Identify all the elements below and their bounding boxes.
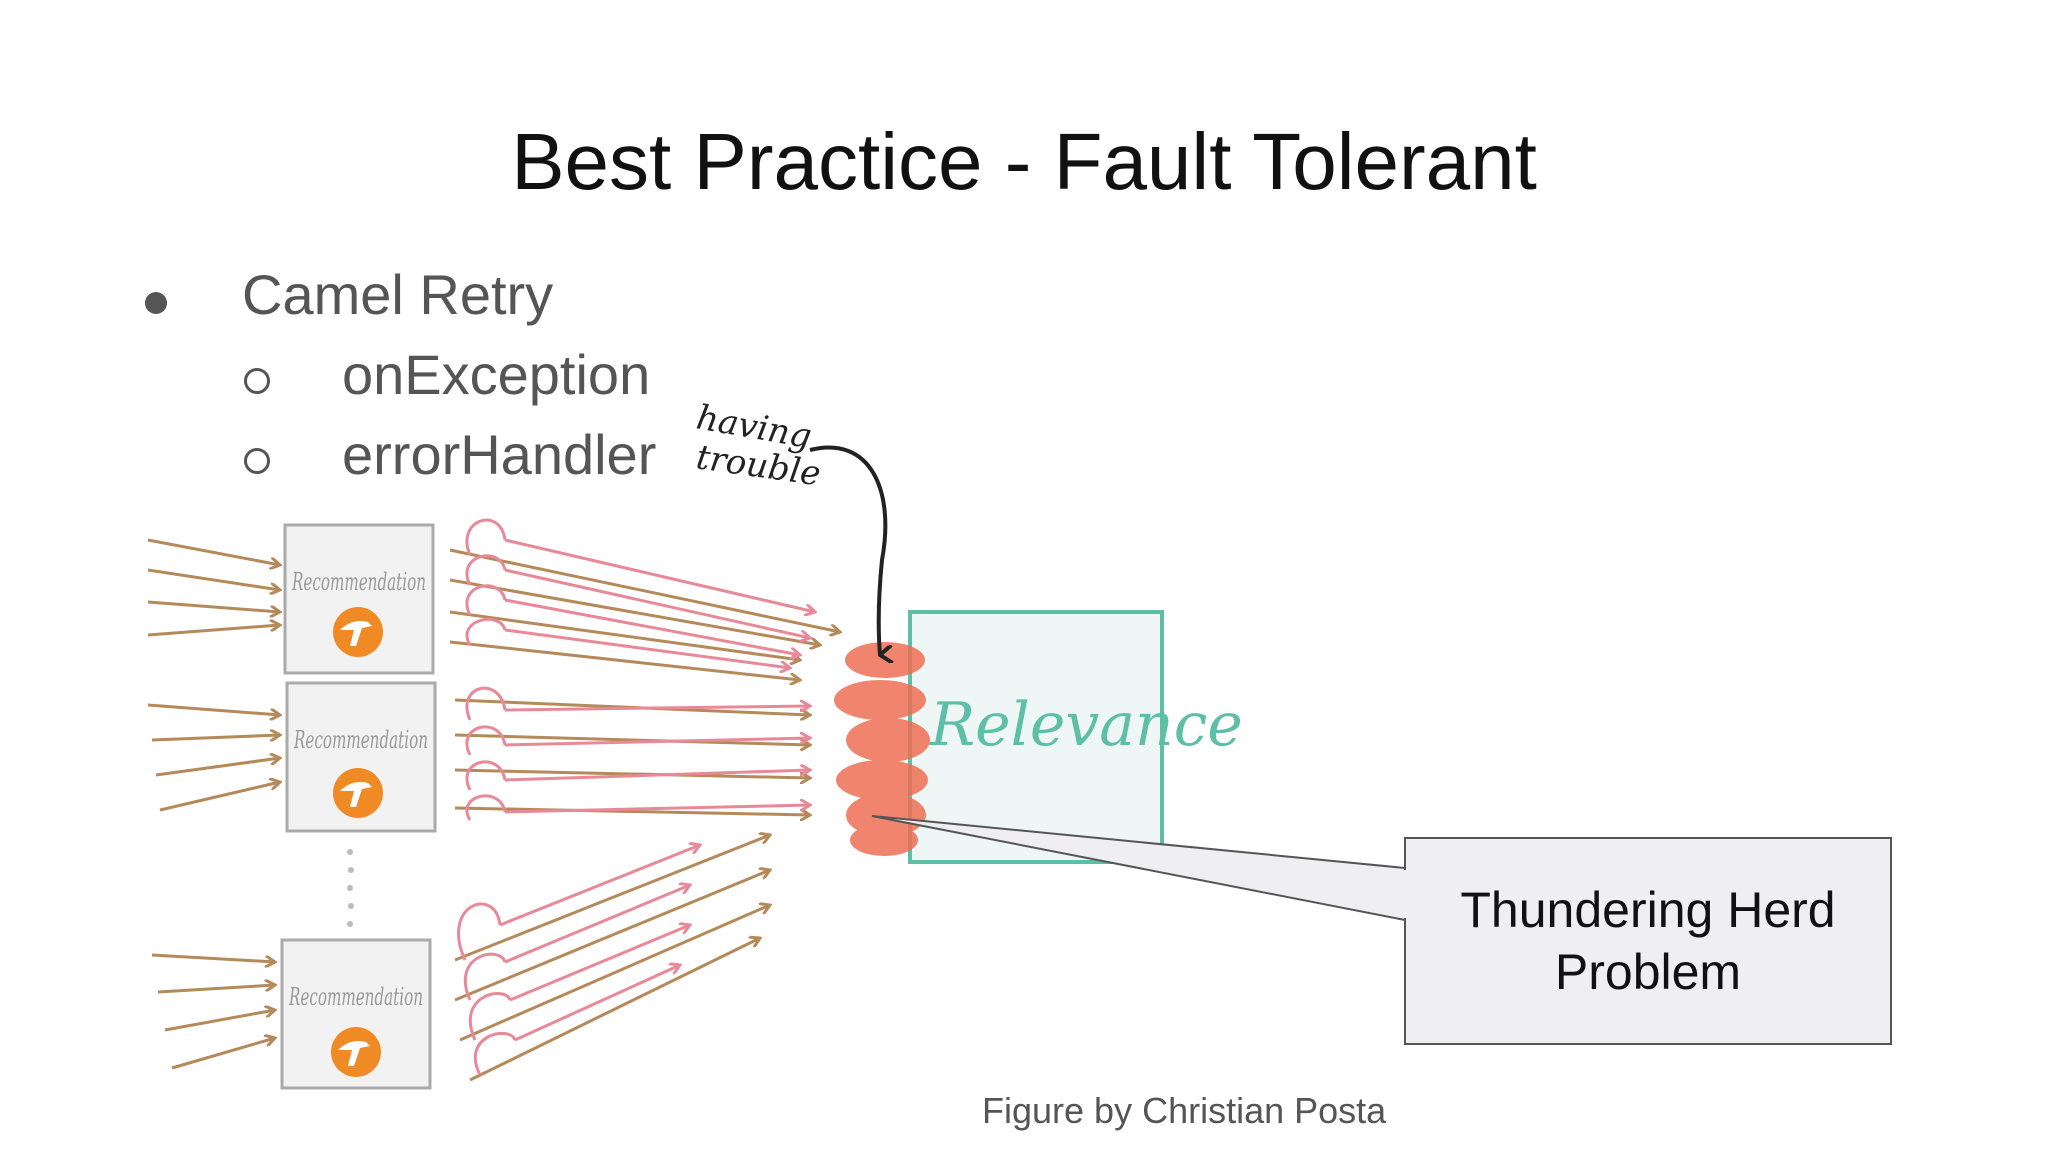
bullet-ring-icon [240, 342, 342, 407]
sub-bullet-text: errorHandler [342, 423, 657, 486]
sub-bullet-item: onException [240, 342, 650, 407]
callout-text: Thundering Herd Problem [1405, 838, 1891, 1044]
bullet-dot-icon [140, 262, 242, 327]
sub-bullet-text: onException [342, 343, 651, 406]
recommendation-box: Recommendation [280, 938, 432, 1090]
retry-arrows [499, 538, 815, 1042]
ellipsis-dots [347, 849, 354, 927]
overload-blob [834, 642, 930, 856]
recommendation-label: Recommendation [288, 983, 423, 1011]
recommendation-label: Recommendation [291, 568, 426, 596]
figure-caption: Figure by Christian Posta [982, 1090, 1387, 1131]
bullet-ring-icon [240, 422, 342, 487]
recommendation-box: Recommendation [283, 523, 435, 675]
camel-logo-icon [333, 768, 383, 818]
recommendation-box: Recommendation [285, 681, 437, 833]
recommendation-label: Recommendation [293, 726, 428, 754]
request-arrows [449, 548, 840, 1082]
relevance-box [908, 610, 1164, 864]
relevance-label: Relevance [929, 690, 1243, 760]
having-trouble-annotation: having trouble [693, 397, 885, 655]
callout-line-1: Thundering Herd [1460, 881, 1836, 938]
incoming-arrows [147, 538, 280, 1070]
camel-logo-icon [333, 607, 383, 657]
slide-title: Best Practice - Fault Tolerant [511, 117, 1537, 206]
bullet-item: Camel Retry [140, 262, 553, 327]
retry-loops [457, 518, 517, 1076]
annotation-arrow [809, 445, 885, 655]
sub-bullet-item: errorHandler [240, 422, 656, 487]
camel-logo-icon [331, 1027, 381, 1077]
callout [871, 815, 1892, 1045]
bullet-text: Camel Retry [242, 263, 554, 326]
callout-line-2: Problem [1554, 944, 1742, 1000]
